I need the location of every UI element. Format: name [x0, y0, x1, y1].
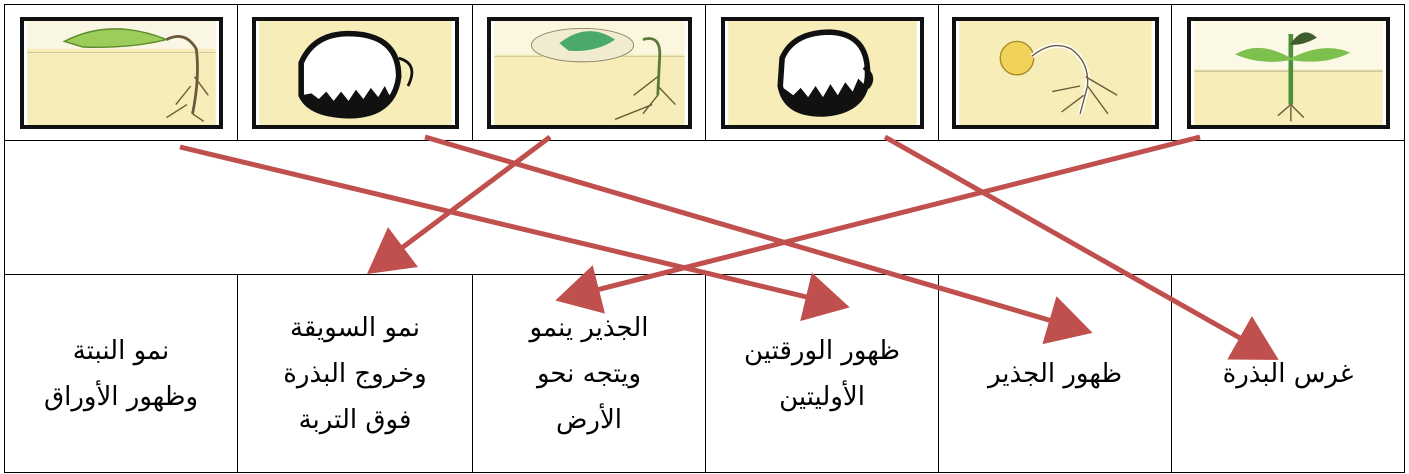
label-cell-6: غرس البذرة	[1171, 274, 1405, 473]
image-cell-1	[4, 4, 238, 141]
stage-label: غرس البذرة	[1222, 358, 1354, 389]
stage-label: الجذير ينمو ويتجه نحو الأرض	[529, 312, 649, 435]
split-seed-picture	[251, 16, 459, 129]
seedling-picture	[19, 16, 223, 129]
bean-seed-picture	[720, 16, 924, 129]
cracked-seed-picture	[951, 16, 1159, 129]
image-cell-5	[938, 4, 1172, 141]
image-cell-3	[472, 4, 706, 141]
germinating-seed-picture	[486, 16, 692, 129]
stage-label: نمو السويقة وخروج البذرة فوق التربة	[283, 312, 427, 435]
image-cell-2	[237, 4, 473, 141]
image-cell-6	[1171, 4, 1405, 141]
stage-label: نمو النبتة وظهور الأوراق	[43, 335, 199, 412]
label-cell-5: ظهور الجذير	[938, 274, 1172, 473]
young-plant-picture	[1186, 16, 1390, 129]
stage-label: ظهور الجذير	[987, 358, 1123, 389]
label-cell-2: نمو السويقة وخروج البذرة فوق التربة	[237, 274, 473, 473]
label-cell-3: الجذير ينمو ويتجه نحو الأرض	[472, 274, 706, 473]
image-cell-4	[705, 4, 939, 141]
matching-table: نمو النبتة وظهور الأوراق نمو السويقة وخر…	[4, 4, 1405, 473]
stage-label: ظهور الورقتين الأوليتين	[744, 335, 900, 412]
connection-area	[4, 140, 1405, 275]
label-cell-1: نمو النبتة وظهور الأوراق	[4, 274, 238, 473]
label-cell-4: ظهور الورقتين الأوليتين	[705, 274, 939, 473]
